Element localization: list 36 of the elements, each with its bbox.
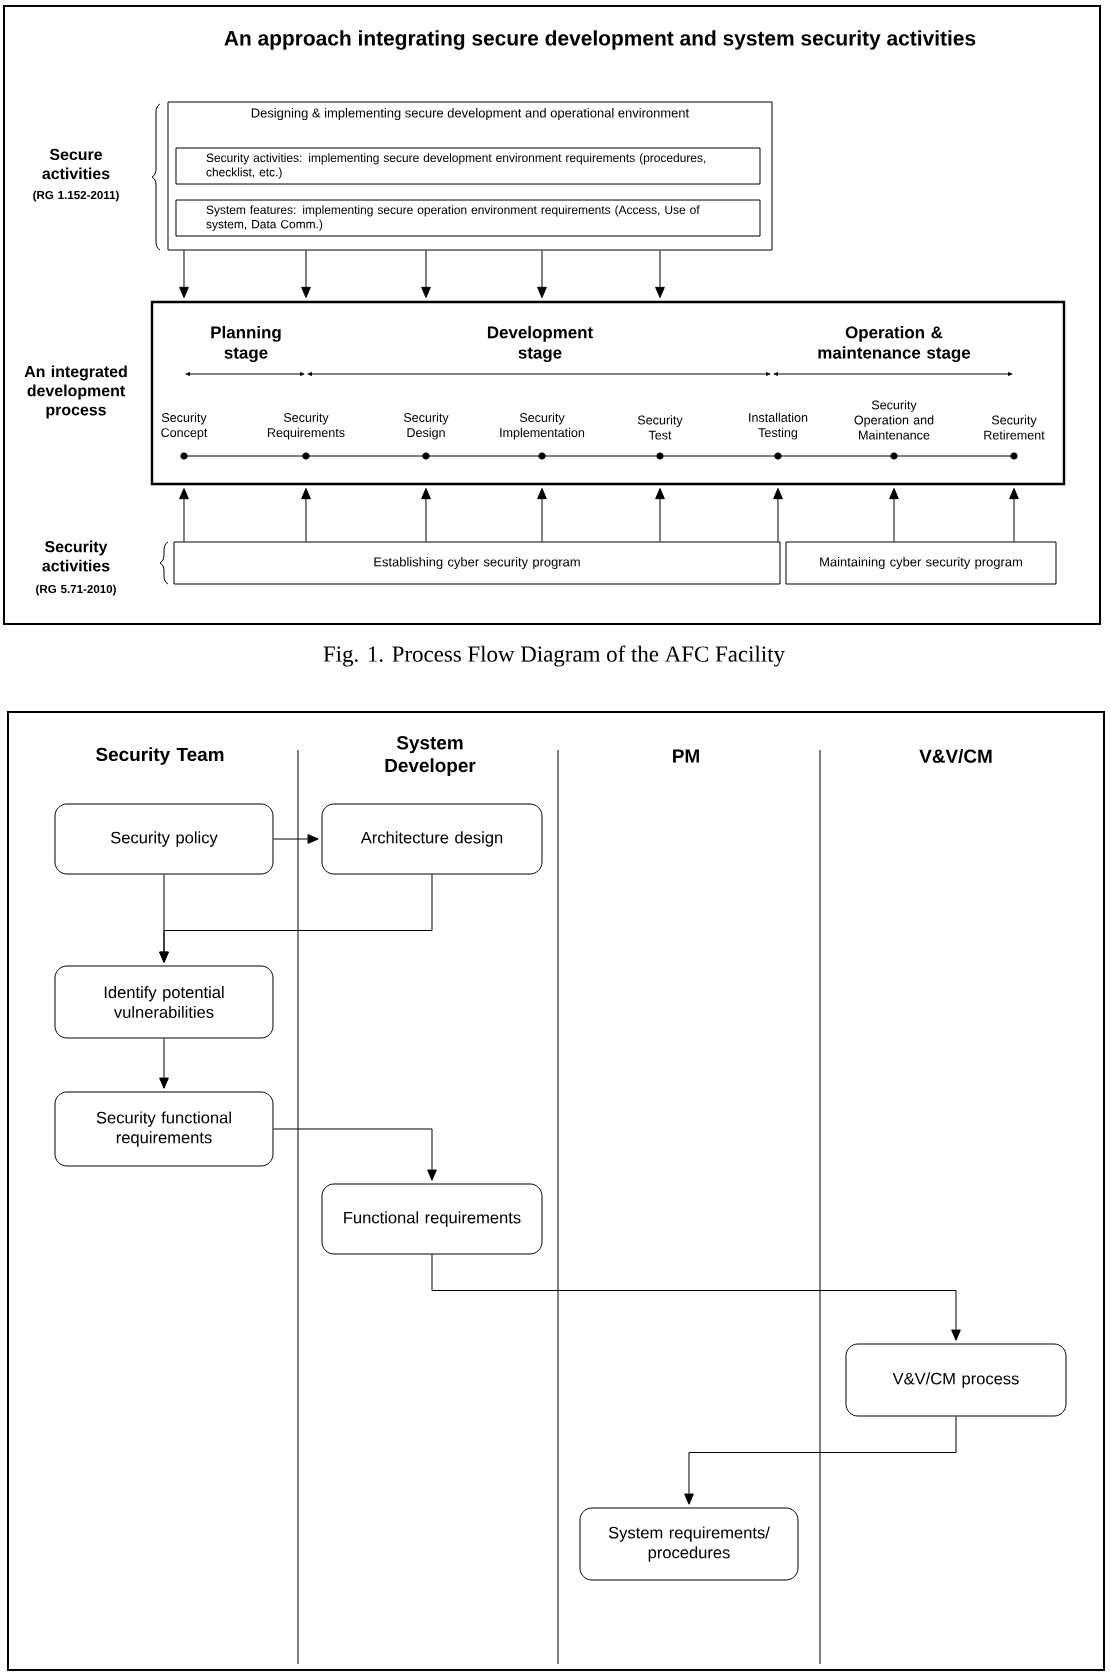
- process-box: Security functional requirements: [54, 1091, 274, 1167]
- process-box: Security policy: [54, 803, 274, 875]
- process-box: V&V/CM process: [845, 1343, 1067, 1417]
- arrow: [1009, 488, 1019, 542]
- arrow: [421, 250, 431, 299]
- lane-header: V&V/CM: [919, 748, 992, 764]
- arrow: [421, 488, 431, 542]
- arrow: [773, 488, 783, 542]
- arrow: [431, 1254, 961, 1341]
- arrow: [301, 488, 311, 542]
- arrow: [655, 488, 665, 542]
- lane-header: Security Team: [96, 747, 224, 765]
- stage-label: Operation & maintenance stage: [818, 325, 971, 363]
- caption: Fig. 1. Process Flow Diagram of the AFC Facility: [323, 645, 785, 667]
- arrow: [537, 488, 547, 542]
- process-box: [150, 300, 1066, 486]
- arrow: [655, 250, 665, 299]
- process-box: Identify potential vulnerabilities: [54, 965, 274, 1039]
- arrow: [179, 250, 189, 299]
- arrow: [179, 488, 189, 542]
- arrow: [159, 874, 433, 963]
- lane-header: PM: [673, 749, 699, 763]
- process-box: System requirements/ procedures: [579, 1507, 799, 1581]
- arrow: [273, 1128, 437, 1181]
- arrow: [889, 488, 899, 542]
- process-box: Architecture design: [321, 803, 543, 875]
- title: An approach integrating secure development and system security activities: [224, 30, 976, 50]
- arrow: [537, 250, 547, 299]
- lane-header: System Developer: [385, 736, 476, 776]
- stage-label: Planning stage: [211, 325, 281, 363]
- stage-label: Development stage: [487, 325, 593, 363]
- arrow: [159, 1038, 169, 1089]
- process-box: Functional requirements: [321, 1183, 543, 1255]
- arrow: [301, 250, 311, 299]
- arrow: [273, 834, 319, 844]
- arrow: [684, 1416, 957, 1505]
